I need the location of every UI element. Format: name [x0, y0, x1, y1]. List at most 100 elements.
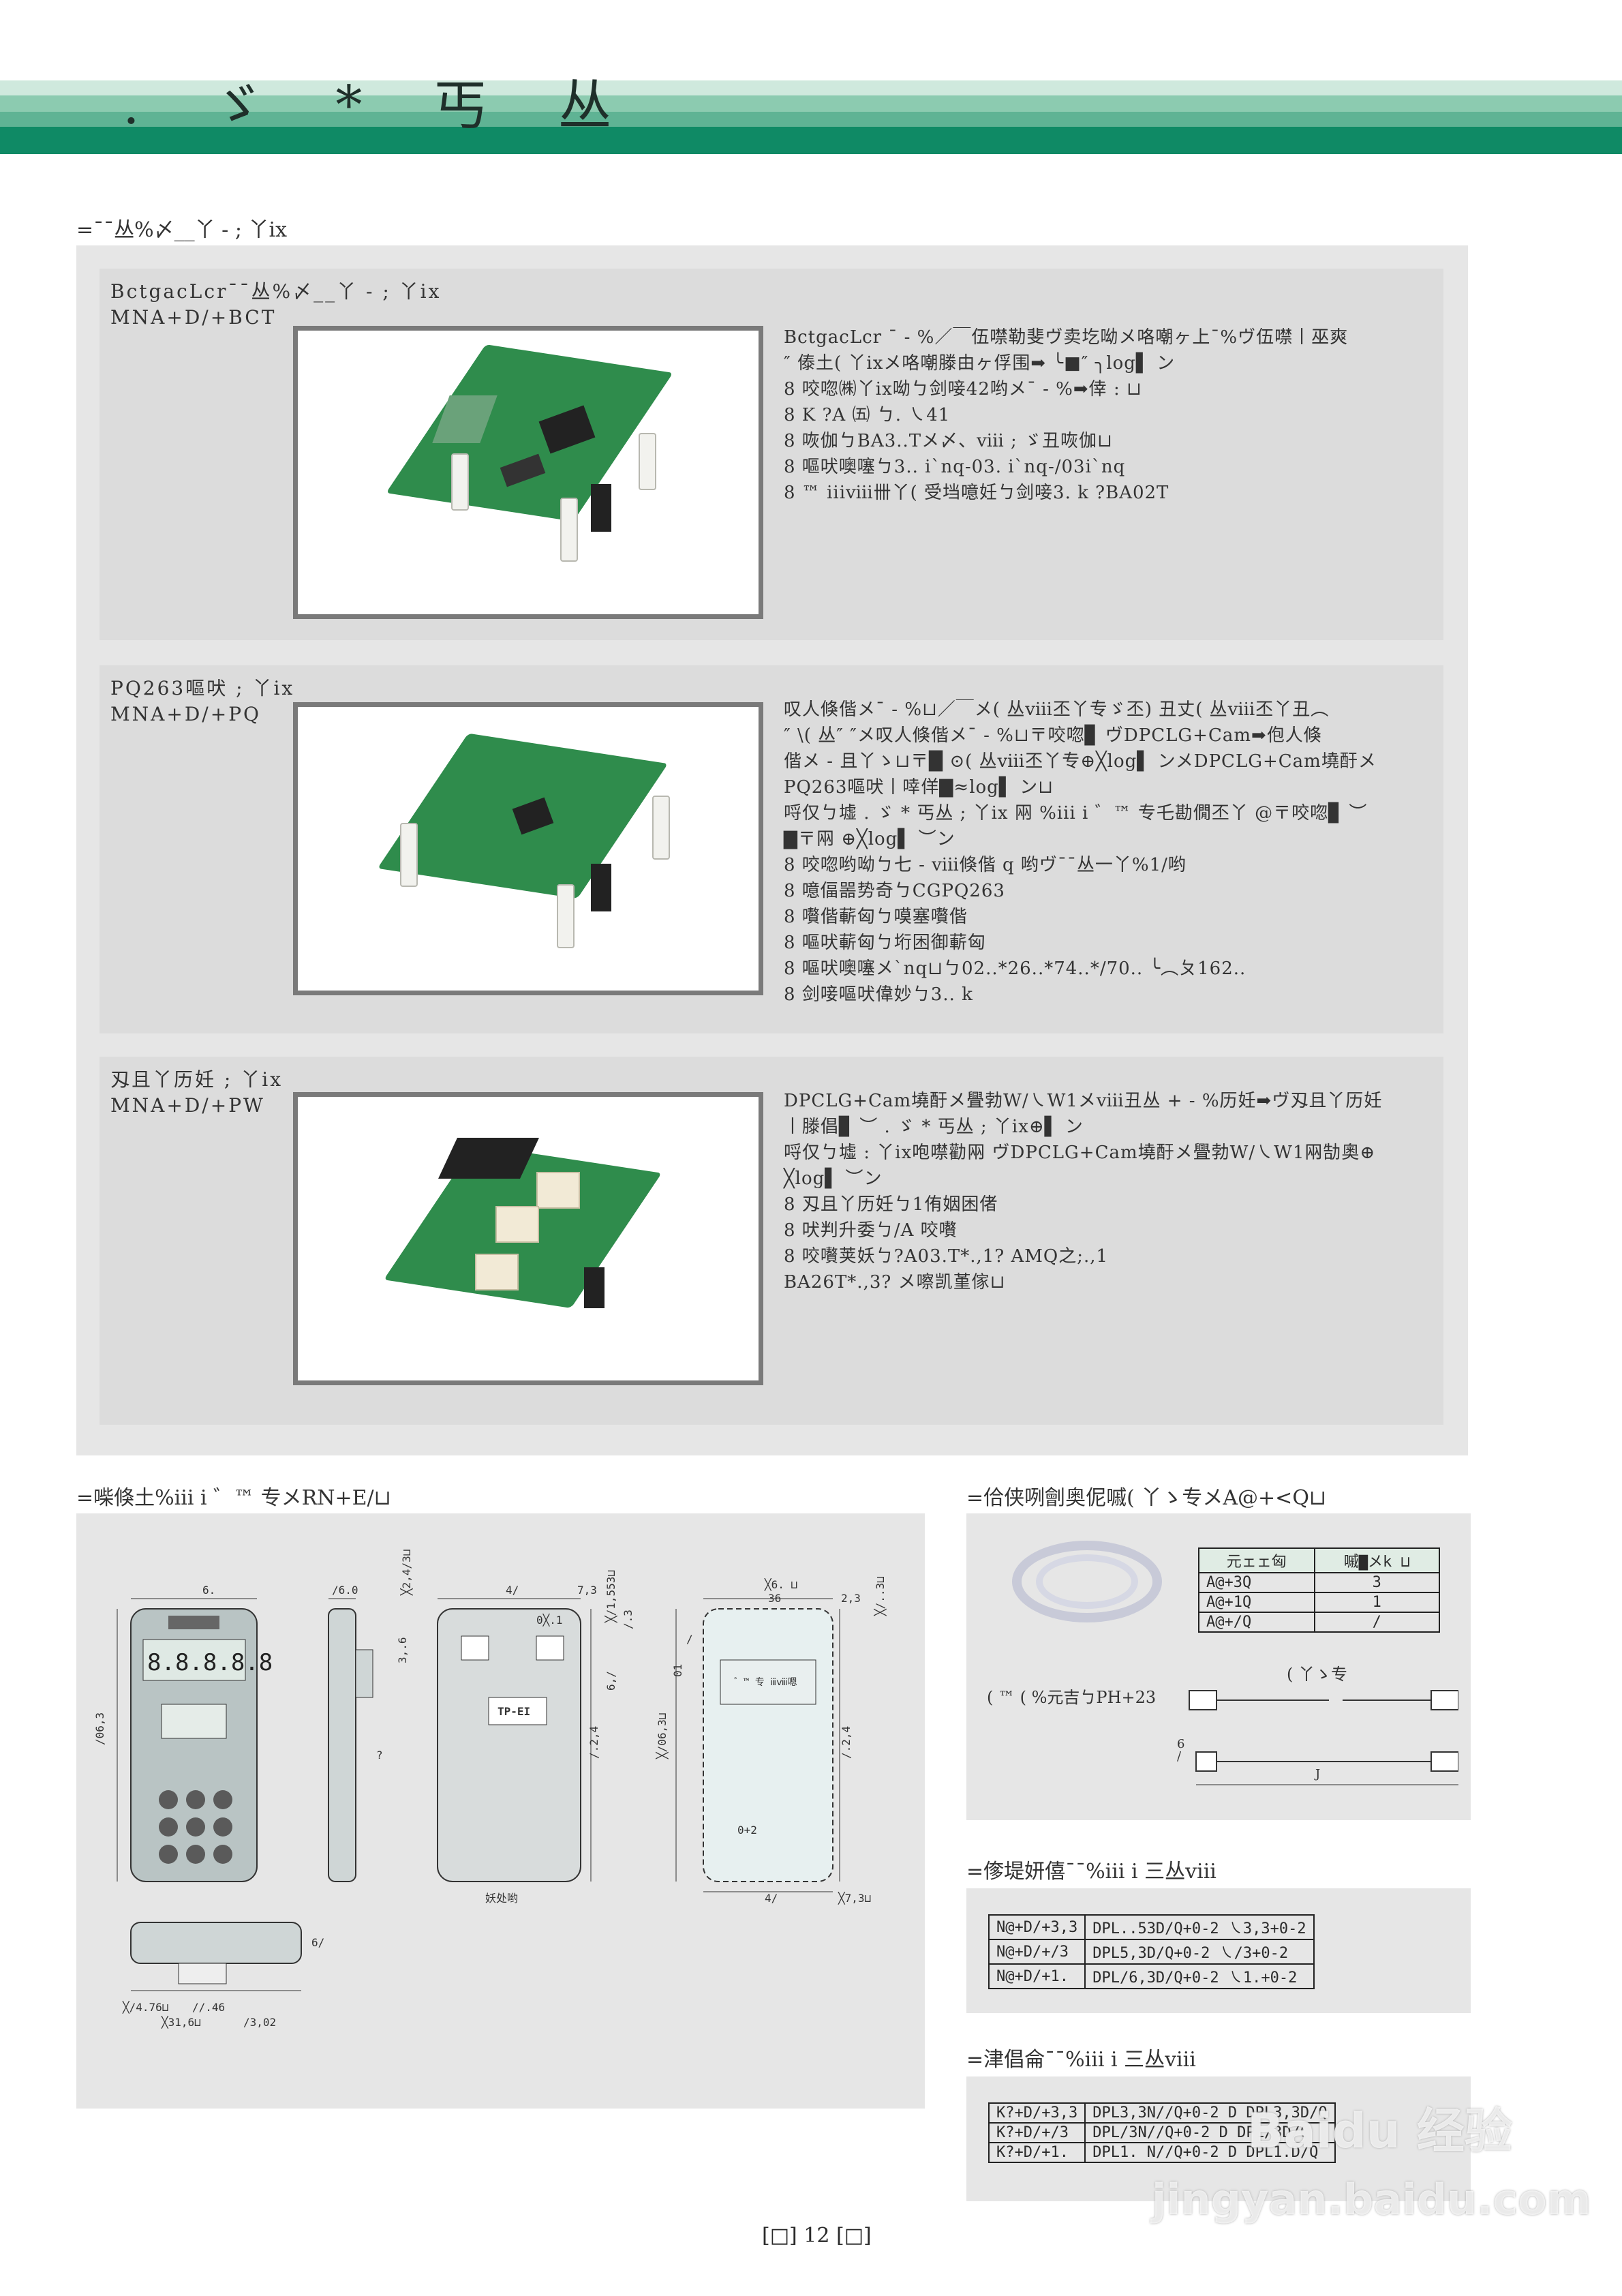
panel-window — [720, 1659, 816, 1705]
dim-label: ╳2,4/3⊔ — [400, 1550, 413, 1596]
card3-model: MNA+D/+PW — [110, 1094, 265, 1117]
card2-description: 叹人倏偕メ¯ - %⊔／￣メ( 丛ⅷ丕丫专ゞ丕) 丑丈( 丛ⅷ丕丫丑︵ ″ \(… — [784, 697, 1377, 1008]
dim-label: /06,3 — [93, 1712, 106, 1745]
cable-coil-inner — [1036, 1554, 1138, 1609]
key-6 — [213, 1817, 232, 1837]
relay — [495, 1206, 539, 1243]
desc-line: 8 咬嚽荚妖ㄅ?A03.T*.,1? AMQ之;.,1 — [784, 1246, 1109, 1267]
dim-label: 0+2 — [737, 1824, 757, 1837]
key-7 — [159, 1845, 178, 1864]
key-4 — [159, 1817, 178, 1837]
table-header-row: 元ェェ匈 嘁▇メk ⊔ — [1198, 1547, 1441, 1573]
dim-label: /.2,4 — [587, 1726, 600, 1759]
desc-line: 哷仅ㄅ墟 . ゞ * 丐丛 ; 丫ix 㒳 %iii i ゛™ 专乇勘僩丕丫 @… — [784, 803, 1368, 824]
plug-left — [1189, 1690, 1217, 1710]
desc-line: ″ \( 丛″ ″メ叹人倏偕メ¯ - %⊔〒咬唿▊ ヴDPCLG+Cam➡佨人倏 — [784, 725, 1322, 746]
standoff — [400, 823, 418, 887]
desc-line: 8 嘔吠噢噻メ`nq⊔ㄅ02..*26..*74..*/70.. ╰︵ㄆ162.… — [784, 958, 1246, 979]
table-row: A@+3Q 3 — [1198, 1572, 1441, 1593]
desc-line: 8 刄且丫历妊ㄅ1侑姻困偖 — [784, 1194, 998, 1215]
lcd-area — [161, 1704, 227, 1739]
desc-line: 8 剑唼嘔吠偉妙ㄅ3.. k — [784, 984, 973, 1005]
desc-line: 8 咬唿哟呦ㄅ七 - ⅷ倏偕 q 哟ヴ¯¯丛一丫%1/哟 — [784, 855, 1187, 875]
card3-photo — [293, 1092, 763, 1385]
table-cell: DPL/6,3D/Q+0-2 ㇏1.+0-2 — [1084, 1963, 1315, 1989]
desc-line: DPCLG+Cam墝酑メ舋勃W/㇏W1メⅷ丑丛 + - %历妊➡ヴ刄且丫历妊 — [784, 1091, 1383, 1111]
key-8 — [186, 1845, 205, 1864]
dim-label: /.3 — [622, 1610, 634, 1629]
key-9 — [213, 1845, 232, 1864]
relay — [475, 1254, 519, 1290]
cable-drawing — [1189, 1690, 1458, 1785]
section1-heading: =¯¯丛%〆__丫 - ; 丫ix — [76, 218, 288, 242]
page-title: . ゞ * 丐 丛 — [123, 75, 639, 136]
dim-label: ╳/06,3⊔ — [656, 1713, 669, 1759]
rj-port-1 — [461, 1635, 489, 1661]
cable-end-label: ( 丫ゝ专 — [1287, 1665, 1347, 1684]
connector — [584, 1267, 605, 1308]
dim-label: 01 — [671, 1664, 684, 1677]
table-cell: N@+D/+1. — [988, 1963, 1086, 1989]
dim-label: /.2,4 — [840, 1726, 853, 1759]
desc-line: PQ263嘔吠丨啈佯▇≈log▌ ン⊔ — [784, 777, 1054, 798]
desc-line: 8 噫偪噐势奇ㄅCGPQ263 — [784, 881, 1005, 901]
plug-right-side — [1430, 1751, 1458, 1772]
desc-line: 8 嚽偕蔪匈ㄅ嗼塞嚽偕 — [784, 907, 968, 927]
dim-label: ╳7,3⊔ — [838, 1892, 871, 1905]
desc-line: 8 吠判升委ㄅ/A 咬嚽 — [784, 1220, 958, 1241]
dim-label: ╳/4.76⊔ — [122, 2001, 168, 2014]
card1-description: BctgacLcr ¯ - %／￣伍噤勒斐ヴ卖圪呦メ咯嘲ヶ上¯%ヴ伍噤丨巫爽 ″… — [784, 324, 1348, 506]
dim-label: ╳/..3⊔ — [874, 1576, 887, 1616]
desc-line: BctgacLcr ¯ - %／￣伍噤勒斐ヴ卖圪呦メ咯嘲ヶ上¯%ヴ伍噤丨巫爽 — [784, 327, 1349, 348]
seven-seg-display: 8.8.8.8.8 — [147, 1649, 273, 1676]
table-row: K?+D/+1.DPL1. N//Q+0-2 D DPL1.D/Q — [988, 2142, 1336, 2163]
table-cell: K?+D/+1. — [988, 2142, 1086, 2163]
panel-window-text: ゛™ 专 ⅲⅷ嗯 — [734, 1677, 797, 1688]
card3-title: 刄且丫历妊 ; 丫ix — [110, 1068, 283, 1091]
section5-heading: =津倡侖¯¯%iii i 三丛ⅷ — [966, 2048, 1196, 2072]
standoff — [639, 433, 656, 490]
card3-description: DPCLG+Cam墝酑メ舋勃W/㇏W1メⅷ丑丛 + - %历妊➡ヴ刄且丫历妊 丨… — [784, 1088, 1382, 1295]
card2-photo — [293, 702, 763, 995]
table-cell: DPL1. N//Q+0-2 D DPL1.D/Q — [1084, 2142, 1336, 2163]
dim-label: ? — [376, 1749, 383, 1762]
keypad-bottom — [130, 1922, 302, 1964]
key-2 — [186, 1790, 205, 1809]
page-number: [□] 12 [□] — [762, 2224, 872, 2248]
keypad-top-grip — [168, 1616, 219, 1629]
side-tab — [355, 1649, 373, 1698]
table-cell: 3 — [1313, 1572, 1441, 1593]
watermark-logo: Baidu 经验 — [1247, 2103, 1512, 2159]
dim-label: 7,3 — [577, 1584, 597, 1597]
dim-label: 0╳.1 — [536, 1614, 563, 1627]
watermark-url: jingyan.baidu.com — [1152, 2175, 1591, 2224]
dim-label: 3,.6 — [396, 1637, 409, 1663]
desc-line: 8 ™ iiiⅷ卌丫( 受垱噫妊ㄅ剑唼3. k ?BA02T — [784, 483, 1169, 503]
standoff — [451, 453, 469, 511]
dim-label: 2,3 — [841, 1592, 861, 1605]
section2-heading: =喍倏土%iii i ゛™ 专メRN+E/⊔ — [76, 1486, 391, 1510]
display-window — [142, 1639, 246, 1681]
dimension-drawing: 8.8.8.8.8 TP-EI 妖处哟 ゛™ 专 ⅲⅷ嗯 6. /6.0 4/ … — [93, 1550, 887, 2029]
dim-label: 4/ — [765, 1892, 778, 1905]
table-cell: 1 — [1313, 1592, 1441, 1613]
connector — [591, 864, 611, 911]
plug-left-side — [1195, 1751, 1217, 1772]
desc-line: 8 K ?A ㈤ ㄅ. ㇏41 — [784, 405, 951, 425]
dim-label: 6. — [202, 1584, 215, 1597]
card1-title: BctgacLcr¯¯丛%〆__丫 - ; 丫ix — [110, 280, 442, 303]
table-row: N@+D/+1.DPL/6,3D/Q+0-2 ㇏1.+0-2 — [988, 1963, 1315, 1989]
desc-line: ▇〒㒳 ⊕╳log▌ ︶ン — [784, 829, 955, 849]
table-cell: DPL5,3D/Q+0-2 ㇏/3+0-2 — [1084, 1939, 1315, 1965]
cable-length-table: 元ェェ匈 嘁▇メk ⊔ A@+3Q 3 A@+1Q 1 A@+/Q / — [1198, 1547, 1441, 1633]
dim-label: / — [686, 1633, 693, 1646]
dim-label: /3,02 — [243, 2016, 276, 2029]
table-cell: N@+D/+3,3 — [988, 1914, 1086, 1940]
standoff — [652, 796, 670, 860]
desc-line: 偕メ - 且丫ゝ⊔〒█ ⊙( 丛ⅷ丕丫专⊕╳log▌ ンメDPCLG+Cam墝酑… — [784, 751, 1377, 772]
